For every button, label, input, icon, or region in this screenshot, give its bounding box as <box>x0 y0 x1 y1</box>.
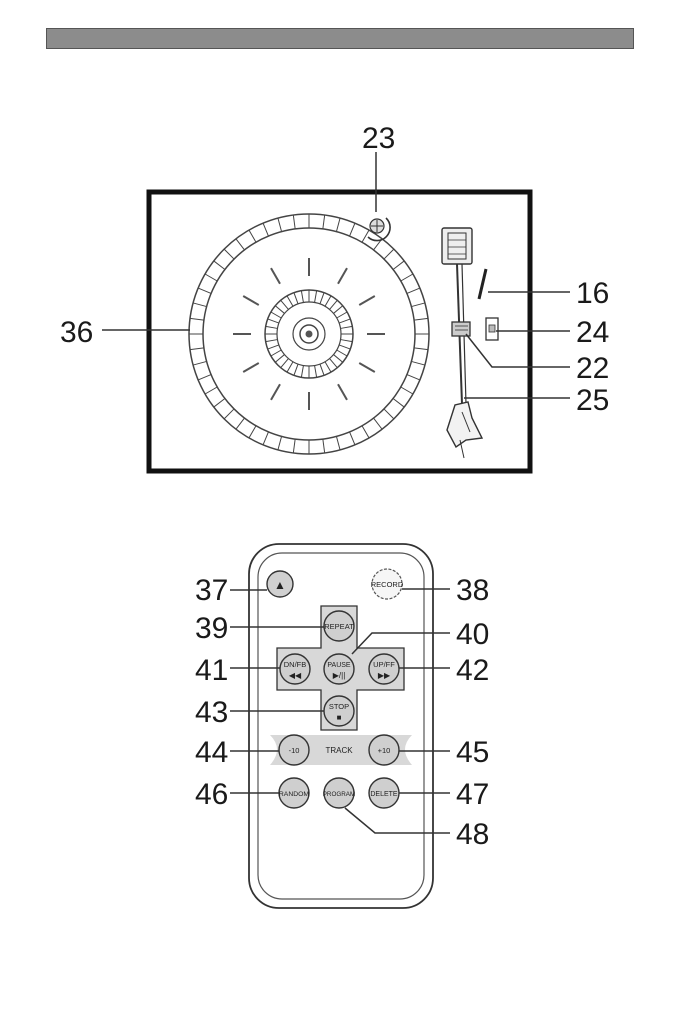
callout-39: 39 <box>195 612 228 645</box>
callout-37: 37 <box>195 574 228 607</box>
speed-switch <box>486 318 498 340</box>
plus-10-button[interactable]: +10 <box>369 735 399 765</box>
callout-48: 48 <box>456 818 489 851</box>
minus-10-label: -10 <box>289 746 300 755</box>
play-pause-button[interactable]: PAUSE ▶/|| <box>324 654 354 684</box>
eject-icon: ▲ <box>274 578 286 592</box>
remote-diagram: ▲ 37 RECORD 38 REPEAT 39 DN/FB ◀◀ 41 PAU… <box>195 544 489 908</box>
callout-16: 16 <box>576 277 609 310</box>
callout-38: 38 <box>456 574 489 607</box>
callout-22: 22 <box>576 352 609 385</box>
callout-41: 41 <box>195 654 228 687</box>
up-ff-button[interactable]: UP/FF ▶▶ <box>369 654 399 684</box>
random-button[interactable]: RANDOM <box>279 778 310 808</box>
plus-10-label: +10 <box>378 746 391 755</box>
stop-icon: ■ <box>337 713 342 722</box>
callout-47: 47 <box>456 778 489 811</box>
record-label: RECORD <box>371 580 404 589</box>
eject-button[interactable]: ▲ <box>267 571 293 597</box>
program-button[interactable]: PROGRAM <box>323 778 356 808</box>
track-label: TRACK <box>325 746 353 755</box>
up-ff-label: UP/FF <box>373 660 395 669</box>
repeat-button[interactable]: REPEAT <box>324 611 354 641</box>
rewind-icon: ◀◀ <box>289 671 302 680</box>
repeat-label: REPEAT <box>324 622 354 631</box>
callout-45: 45 <box>456 736 489 769</box>
program-label: PROGRAM <box>323 791 356 798</box>
random-label: RANDOM <box>279 791 310 798</box>
dn-fb-label: DN/FB <box>284 660 307 669</box>
dn-fb-button[interactable]: DN/FB ◀◀ <box>280 654 310 684</box>
callout-24: 24 <box>576 316 609 349</box>
delete-button[interactable]: DELETE <box>369 778 399 808</box>
callout-40: 40 <box>456 618 489 651</box>
callout-25: 25 <box>576 384 609 417</box>
callout-23: 23 <box>362 122 395 155</box>
stop-button[interactable]: STOP ■ <box>324 696 354 726</box>
delete-label: DELETE <box>370 791 398 798</box>
callout-44: 44 <box>195 736 228 769</box>
fast-forward-icon: ▶▶ <box>378 671 391 680</box>
stop-label: STOP <box>329 702 349 711</box>
callout-36: 36 <box>60 316 93 349</box>
callout-43: 43 <box>195 696 228 729</box>
callout-46: 46 <box>195 778 228 811</box>
turntable-diagram: 23 16 <box>60 122 609 471</box>
play-pause-icon: ▶/|| <box>333 671 346 680</box>
minus-10-button[interactable]: -10 <box>279 735 309 765</box>
callout-42: 42 <box>456 654 489 687</box>
play-pause-label: PAUSE <box>327 662 351 669</box>
